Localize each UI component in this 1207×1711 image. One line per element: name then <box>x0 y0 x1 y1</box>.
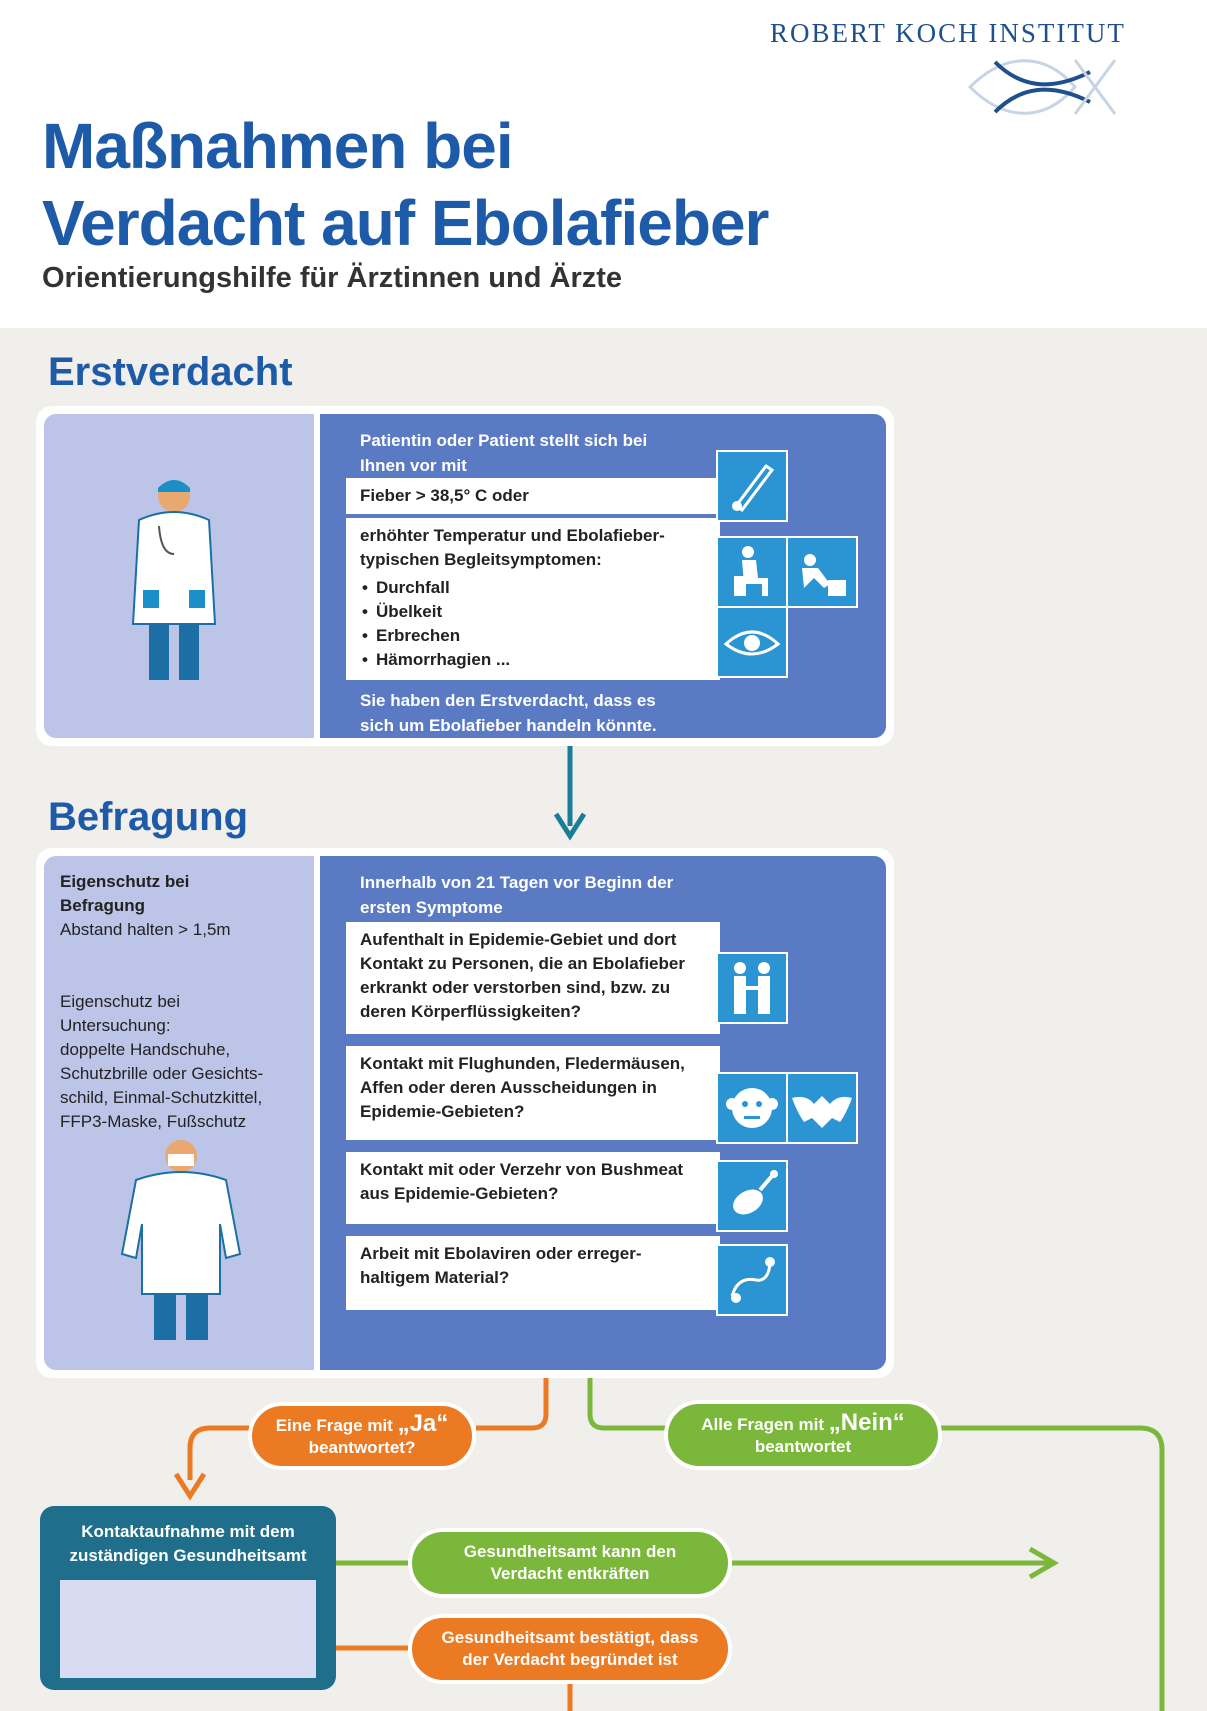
protection-exam-text: doppelte Handschuhe, Schutzbrille oder G… <box>60 1038 280 1134</box>
header: ROBERT KOCH INSTITUT Maßnahmen bei Verda… <box>0 0 1207 328</box>
vomit-icon <box>786 536 858 608</box>
symptoms-list: Durchfall Übelkeit Erbrechen Hämorrhagie… <box>360 576 706 672</box>
symptoms-intro: erhöhter Temperatur und Ebolafieber-typi… <box>360 524 680 572</box>
rki-logo-icon <box>965 52 1125 127</box>
no-word: „Nein“ <box>829 1409 905 1436</box>
section-heading-erstverdacht: Erstverdacht <box>48 350 293 395</box>
symptom-item: Hämorrhagien ... <box>376 648 706 672</box>
question-box: Aufenthalt in Epidemie-Gebiet und dort K… <box>346 922 720 1034</box>
contact-notes-area <box>60 1580 316 1678</box>
doctor-figure-icon <box>119 474 229 689</box>
monkey-icon <box>716 1072 788 1144</box>
thermometer-icon <box>716 450 788 522</box>
eye-icon <box>716 606 788 678</box>
toilet-icon <box>716 536 788 608</box>
page-subtitle: Orientierungshilfe für Ärztinnen und Ärz… <box>42 262 622 295</box>
erstverdacht-conclusion: Sie haben den Erstverdacht, dass es sich… <box>360 688 680 738</box>
protection-interview-text: Abstand halten > 1,5m <box>60 918 300 942</box>
doctor-panel <box>44 414 314 738</box>
question-box: Kontakt mit oder Verzehr von Bushmeat au… <box>346 1152 720 1224</box>
suspicion-refuted-pill: Gesundheitsamt kann den Verdacht entkräf… <box>408 1528 732 1598</box>
erstverdacht-intro: Patientin oder Patient stellt sich bei I… <box>360 428 650 478</box>
section-heading-befragung: Befragung <box>48 795 248 840</box>
symptom-item: Erbrechen <box>376 624 706 648</box>
symptom-item: Übelkeit <box>376 600 706 624</box>
answer-yes-line-1: Eine Frage mit „Ja“ <box>252 1413 472 1437</box>
answer-yes-line-2: beantwortet? <box>252 1437 472 1459</box>
page-title-line-2: Verdacht auf Ebolafieber <box>42 185 768 261</box>
befragung-intro: Innerhalb von 21 Tagen vor Beginn der er… <box>360 870 690 920</box>
suspicion-confirmed-text: Gesundheitsamt bestätigt, dass der Verda… <box>412 1627 728 1671</box>
protection-interview: Eigenschutz bei Befragung Abstand halten… <box>60 870 300 942</box>
health-office-contact-box: Kontaktaufnahme mit dem zuständigen Gesu… <box>40 1506 336 1690</box>
answer-no-line-2: beantwortet <box>668 1436 938 1458</box>
protection-interview-title: Eigenschutz bei Befragung <box>60 870 220 918</box>
suspicion-confirmed-pill: Gesundheitsamt bestätigt, dass der Verda… <box>408 1614 732 1684</box>
fever-criterion: Fieber > 38,5° C oder <box>346 478 720 514</box>
suspicion-refuted-text: Gesundheitsamt kann den Verdacht entkräf… <box>412 1541 728 1585</box>
protective-gear-figure-icon <box>116 1134 246 1349</box>
symptom-item: Durchfall <box>376 576 706 600</box>
down-arrow-icon <box>550 746 590 846</box>
lab-material-icon <box>716 1244 788 1316</box>
protection-exam-title: Eigenschutz bei Untersuchung: <box>60 990 200 1038</box>
answer-no-line-1: Alle Fragen mit „Nein“ <box>668 1412 938 1436</box>
bat-icon <box>786 1072 858 1144</box>
people-contact-icon <box>716 952 788 1024</box>
answer-no-pill: Alle Fragen mit „Nein“ beantwortet <box>664 1400 942 1470</box>
page-title-line-1: Maßnahmen bei <box>42 108 513 184</box>
question-box: Kontakt mit Flughunden, Fledermäusen, Af… <box>346 1046 720 1140</box>
symptoms-box: erhöhter Temperatur und Ebolafieber-typi… <box>346 518 720 680</box>
institute-name: ROBERT KOCH INSTITUT <box>770 18 1126 49</box>
yes-word: „Ja“ <box>398 1410 449 1437</box>
question-box: Arbeit mit Ebolaviren oder erreger-halti… <box>346 1236 720 1310</box>
answer-yes-pill: Eine Frage mit „Ja“ beantwortet? <box>248 1402 476 1470</box>
protection-panel: Eigenschutz bei Befragung Abstand halten… <box>44 856 314 1370</box>
bushmeat-icon <box>716 1160 788 1232</box>
protection-exam: Eigenschutz bei Untersuchung: doppelte H… <box>60 990 280 1134</box>
contact-title: Kontaktaufnahme mit dem zuständigen Gesu… <box>56 1520 320 1568</box>
